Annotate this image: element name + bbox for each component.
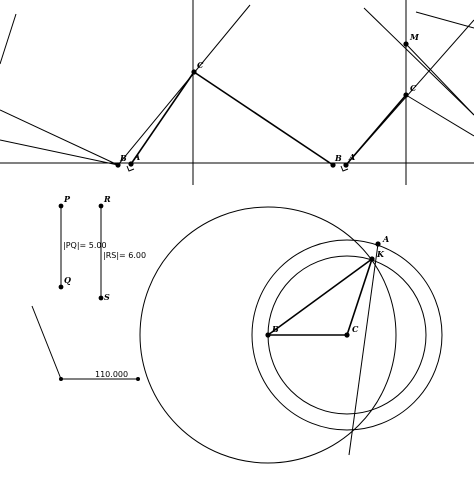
label-b: B — [271, 324, 279, 334]
point-m[interactable] — [403, 41, 409, 47]
point-q[interactable] — [58, 284, 64, 290]
point-b[interactable] — [265, 332, 271, 338]
circle-construction: A K B C — [139, 206, 443, 464]
point-a[interactable] — [375, 241, 381, 247]
point-c-right[interactable] — [403, 92, 409, 98]
right-angle-mark-left — [126, 165, 135, 172]
ray-from-b-lower[interactable] — [0, 139, 119, 166]
pq-length: |PQ|= 5.00 — [63, 241, 107, 250]
angle-value: 110.000 — [95, 370, 128, 379]
label-a-right: A — [348, 152, 355, 162]
segment-c-to-b2[interactable] — [193, 71, 334, 166]
top-right-edge-line[interactable] — [415, 11, 474, 29]
ray-from-b-upper[interactable] — [0, 109, 119, 166]
segment-ac[interactable] — [130, 71, 195, 165]
label-k: K — [376, 249, 385, 259]
label-p: P — [63, 194, 71, 204]
big-circle-centered-b[interactable] — [139, 206, 397, 464]
label-a-left: A — [133, 152, 140, 162]
line-ak-extended[interactable] — [348, 243, 379, 456]
point-k[interactable] — [369, 256, 375, 262]
ray-m-to-right[interactable] — [405, 43, 474, 116]
angle-arm-end[interactable] — [136, 377, 140, 381]
label-s: S — [104, 292, 110, 302]
line-bc-extended[interactable] — [117, 4, 251, 166]
point-a-left[interactable] — [128, 161, 134, 167]
point-a-right[interactable] — [343, 162, 349, 168]
point-c[interactable] — [344, 332, 350, 338]
segment-bk[interactable] — [267, 258, 373, 336]
corner-ray-left[interactable] — [0, 13, 17, 65]
segment-tools: P Q |PQ|= 5.00 R S |RS|= 6.00 — [58, 194, 146, 302]
angle-arm-slanted[interactable] — [31, 305, 62, 380]
ray-c-to-right[interactable] — [405, 94, 474, 137]
label-a: A — [382, 234, 389, 244]
label-q: Q — [64, 275, 71, 285]
label-c: C — [352, 324, 359, 334]
label-r: R — [103, 194, 111, 204]
point-r[interactable] — [98, 203, 104, 209]
point-b-left[interactable] — [115, 162, 121, 168]
top-right-construction: B A C M — [330, 0, 474, 185]
segment-ck[interactable] — [346, 258, 373, 336]
angle-vertex[interactable] — [59, 377, 63, 381]
angle-tool: 110.000 — [31, 305, 140, 381]
rs-length: |RS|= 6.00 — [103, 251, 146, 260]
point-b-right[interactable] — [330, 162, 336, 168]
label-c-right: C — [410, 83, 417, 93]
label-b-right: B — [334, 153, 342, 163]
label-c-left: C — [197, 60, 204, 70]
ray-through-m-steep[interactable] — [363, 7, 474, 116]
outer-circle-centered-c[interactable] — [251, 239, 443, 431]
point-p[interactable] — [58, 203, 64, 209]
top-left-construction: B A C — [0, 0, 474, 185]
point-s[interactable] — [98, 295, 104, 301]
right-angle-mark-right — [340, 165, 349, 172]
label-m: M — [409, 32, 420, 42]
label-b-left: B — [119, 153, 127, 163]
segment-ac-right[interactable] — [345, 94, 407, 166]
point-c-left[interactable] — [191, 69, 197, 75]
